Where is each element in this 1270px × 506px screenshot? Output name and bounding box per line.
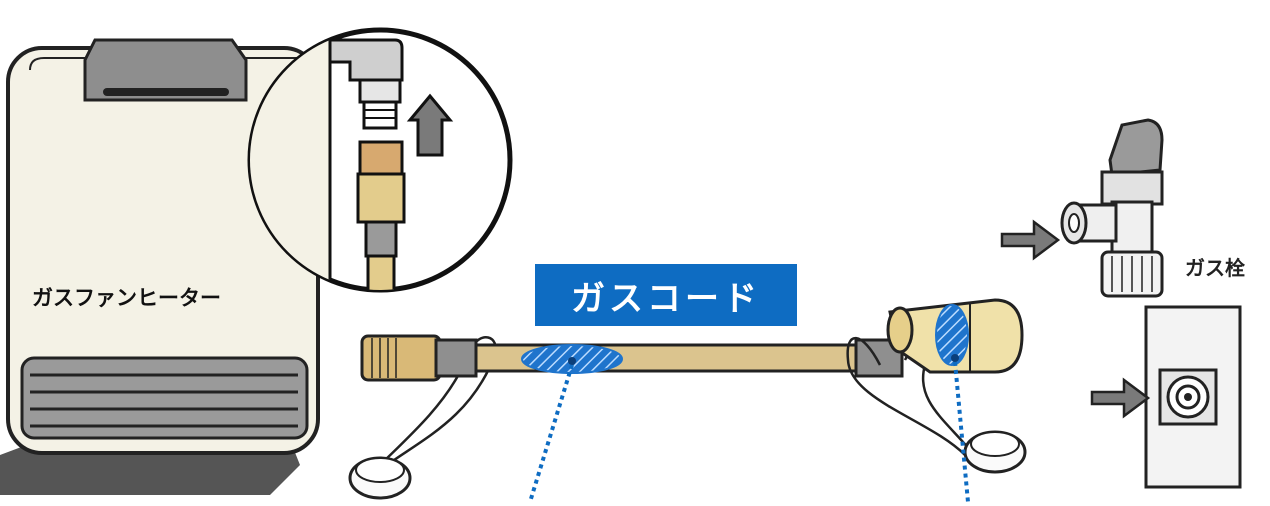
left-plug — [360, 334, 442, 382]
gas-cord-title: ガスコード — [535, 264, 797, 326]
heater-grille — [20, 356, 309, 440]
gas-cord — [348, 298, 1027, 503]
valve-knob — [1108, 118, 1164, 177]
cord-plug-body — [356, 172, 406, 224]
heater-label: ガスファンヒーター — [32, 286, 221, 310]
cord-plug-top — [358, 140, 404, 176]
heater-gas-inlet — [328, 38, 404, 82]
gas-valve-label: ガス栓 — [1185, 256, 1245, 280]
up-arrow-icon — [406, 93, 454, 157]
connector-leader-line — [953, 361, 970, 503]
connector-highlight — [935, 304, 969, 366]
left-collar — [434, 338, 478, 378]
wall-gas-outlet — [1090, 305, 1242, 489]
heater-top-slot — [103, 88, 229, 96]
heater-top-panel — [83, 38, 248, 102]
gas-valve — [1000, 118, 1164, 298]
hose-leader-line — [528, 364, 574, 503]
arrow-to-valve-icon — [1000, 219, 1061, 261]
arrow-to-outlet-icon — [1090, 377, 1151, 419]
gas-fan-heater — [0, 38, 320, 495]
